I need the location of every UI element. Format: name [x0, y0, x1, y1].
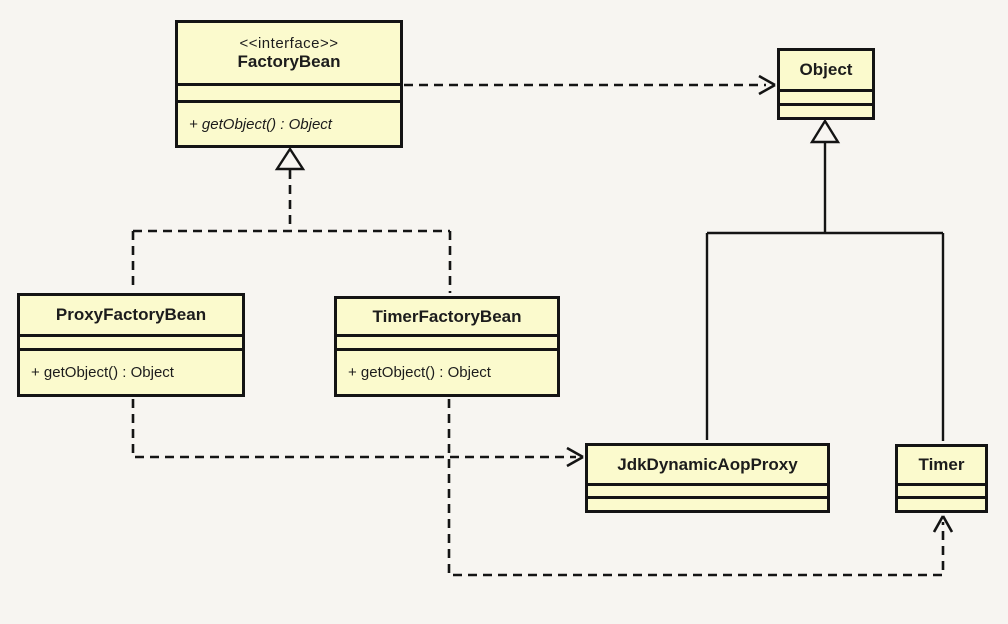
methods-compartment: + getObject() : Object	[178, 100, 400, 145]
class-box-timer: Timer	[895, 444, 988, 513]
class-header: JdkDynamicAopProxy	[588, 446, 827, 483]
class-box-timerfactorybean: TimerFactoryBean + getObject() : Object	[334, 296, 560, 397]
method-label: + getObject() : Object	[31, 364, 174, 381]
class-box-jdkdynamicaopproxy: JdkDynamicAopProxy	[585, 443, 830, 513]
attributes-compartment	[337, 334, 557, 348]
methods-compartment	[588, 496, 827, 510]
class-name-timer: Timer	[918, 455, 965, 474]
methods-compartment: + getObject() : Object	[337, 348, 557, 394]
methods-compartment: + getObject() : Object	[20, 348, 242, 394]
methods-compartment	[898, 496, 985, 510]
realization-to-factorybean	[131, 146, 452, 293]
method-label: + getObject() : Object	[348, 364, 491, 381]
class-box-factorybean: <<interface>> FactoryBean + getObject() …	[175, 20, 403, 148]
attributes-compartment	[898, 483, 985, 496]
class-name-object: Object	[799, 60, 853, 79]
class-box-object: Object	[777, 48, 875, 120]
attributes-compartment	[780, 89, 872, 103]
class-header: Object	[780, 51, 872, 89]
dependency-factorybean-object	[404, 74, 776, 96]
attributes-compartment	[178, 83, 400, 100]
attributes-compartment	[20, 334, 242, 348]
class-header: TimerFactoryBean	[337, 299, 557, 334]
method-label: + getObject() : Object	[189, 115, 332, 133]
methods-compartment	[780, 103, 872, 117]
class-header: ProxyFactoryBean	[20, 296, 242, 334]
generalization-to-object	[705, 118, 945, 441]
class-name-jdkdynamicaopproxy: JdkDynamicAopProxy	[617, 454, 798, 474]
dependency-proxyfactorybean-jdkdynamicaopproxy	[131, 399, 584, 468]
class-name-timerfactorybean: TimerFactoryBean	[372, 306, 522, 326]
attributes-compartment	[588, 483, 827, 496]
class-name-factorybean: FactoryBean	[237, 51, 341, 71]
stereotype-label: <<interface>>	[239, 34, 339, 52]
class-header: Timer	[898, 447, 985, 483]
hollow-triangle-factorybean	[274, 146, 306, 171]
hollow-triangle-object	[809, 118, 841, 144]
class-name-proxyfactorybean: ProxyFactoryBean	[55, 305, 207, 324]
class-box-proxyfactorybean: ProxyFactoryBean + getObject() : Object	[17, 293, 245, 397]
class-header: <<interface>> FactoryBean	[178, 23, 400, 83]
